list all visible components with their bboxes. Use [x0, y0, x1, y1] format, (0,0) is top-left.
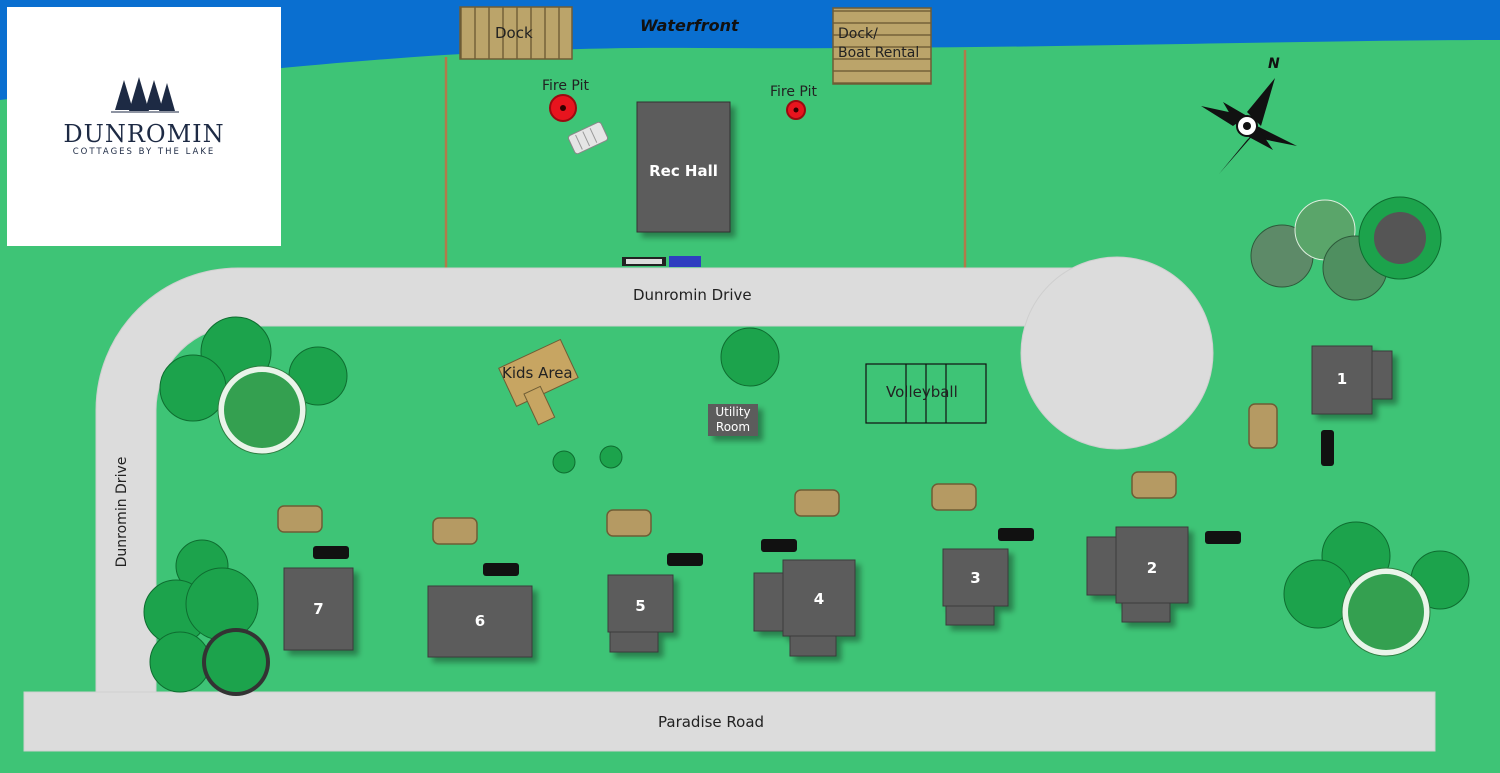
tree — [149, 631, 211, 693]
tree — [206, 632, 266, 692]
dock — [459, 6, 573, 60]
car — [667, 553, 703, 566]
lake-water — [0, 0, 1500, 100]
cottage-6 — [427, 585, 533, 658]
utility-room-label-line1: Utility — [715, 405, 751, 419]
picnic-table — [1131, 471, 1177, 499]
fire-pit-right-icon — [786, 100, 806, 120]
logo-panel: DUNROMIN COTTAGES BY THE LAKE — [7, 7, 281, 246]
compass-north-label: N — [1268, 56, 1280, 72]
picnic-table — [794, 489, 840, 517]
fire-pit-left-icon — [549, 94, 577, 122]
picnic-table — [606, 509, 652, 537]
car — [313, 546, 349, 559]
tree — [552, 450, 576, 474]
road-label-dunromin-drive-left: Dunromin Drive — [114, 456, 130, 568]
grill-icon — [567, 121, 609, 155]
tree — [185, 567, 259, 641]
cottage-5-number: 5 — [635, 597, 646, 615]
road-paradise — [23, 691, 1436, 752]
road-cul-de-sac — [1020, 256, 1214, 450]
cottage-4 — [753, 559, 856, 657]
tree — [1283, 559, 1353, 629]
pine-trees-icon — [111, 77, 179, 113]
car — [1321, 430, 1334, 466]
kids-area-playground — [498, 338, 579, 426]
tree — [720, 327, 780, 387]
dock-label: Dock — [495, 24, 533, 42]
picnic-table — [432, 517, 478, 545]
cottage-1 — [1311, 345, 1393, 415]
waterfront-label: Waterfront — [640, 16, 739, 35]
logo-title: DUNROMIN — [63, 120, 225, 148]
road-label-paradise-road: Paradise Road — [658, 713, 765, 731]
car — [1205, 531, 1241, 544]
trees — [143, 196, 1470, 696]
fire-pit-right-label: Fire Pit — [770, 84, 817, 100]
parked-cars — [313, 430, 1334, 576]
tree — [1348, 574, 1424, 650]
tree — [1374, 212, 1426, 264]
volleyball-label: Volleyball — [886, 383, 958, 401]
cottage-2 — [1086, 526, 1189, 623]
kids-area-label: Kids Area — [502, 364, 573, 382]
cottage-3 — [942, 548, 1009, 626]
rec-hall — [636, 101, 731, 233]
utility-room-label-line2: Room — [715, 420, 751, 434]
dock-rental-label-line1: Dock/ — [838, 26, 878, 42]
cottage-4-number: 4 — [813, 590, 825, 608]
compass-icon — [1201, 78, 1297, 174]
car — [761, 539, 797, 552]
cottage-1-number: 1 — [1336, 370, 1348, 388]
cottage-2-number: 2 — [1146, 559, 1158, 577]
cottage-6-number: 6 — [474, 612, 486, 630]
car — [483, 563, 519, 576]
cottages — [283, 345, 1393, 658]
fire-pit-left-label: Fire Pit — [542, 78, 589, 94]
dock-rental-label-line2: Boat Rental — [838, 45, 920, 61]
rec-hall-label: Rec Hall — [649, 162, 718, 180]
tree — [599, 445, 623, 469]
road-label-dunromin-drive-top: Dunromin Drive — [633, 286, 752, 304]
picnic-table — [277, 505, 323, 533]
cottage-3-number: 3 — [970, 569, 981, 587]
cottage-5 — [607, 574, 674, 653]
dock-boat-rental — [832, 7, 932, 85]
volleyball-court — [865, 363, 987, 424]
roads — [23, 256, 1436, 752]
tree — [224, 372, 300, 448]
picnic-tables — [277, 403, 1278, 545]
cottage-7 — [283, 567, 354, 651]
picnic-table — [931, 483, 977, 511]
logo-subtitle: COTTAGES BY THE LAKE — [72, 147, 216, 157]
rec-hall-mat — [669, 256, 701, 267]
cottage-7-number: 7 — [313, 600, 324, 618]
tree — [159, 354, 227, 422]
car — [998, 528, 1034, 541]
picnic-table — [1248, 403, 1278, 449]
utility-room — [708, 404, 758, 436]
